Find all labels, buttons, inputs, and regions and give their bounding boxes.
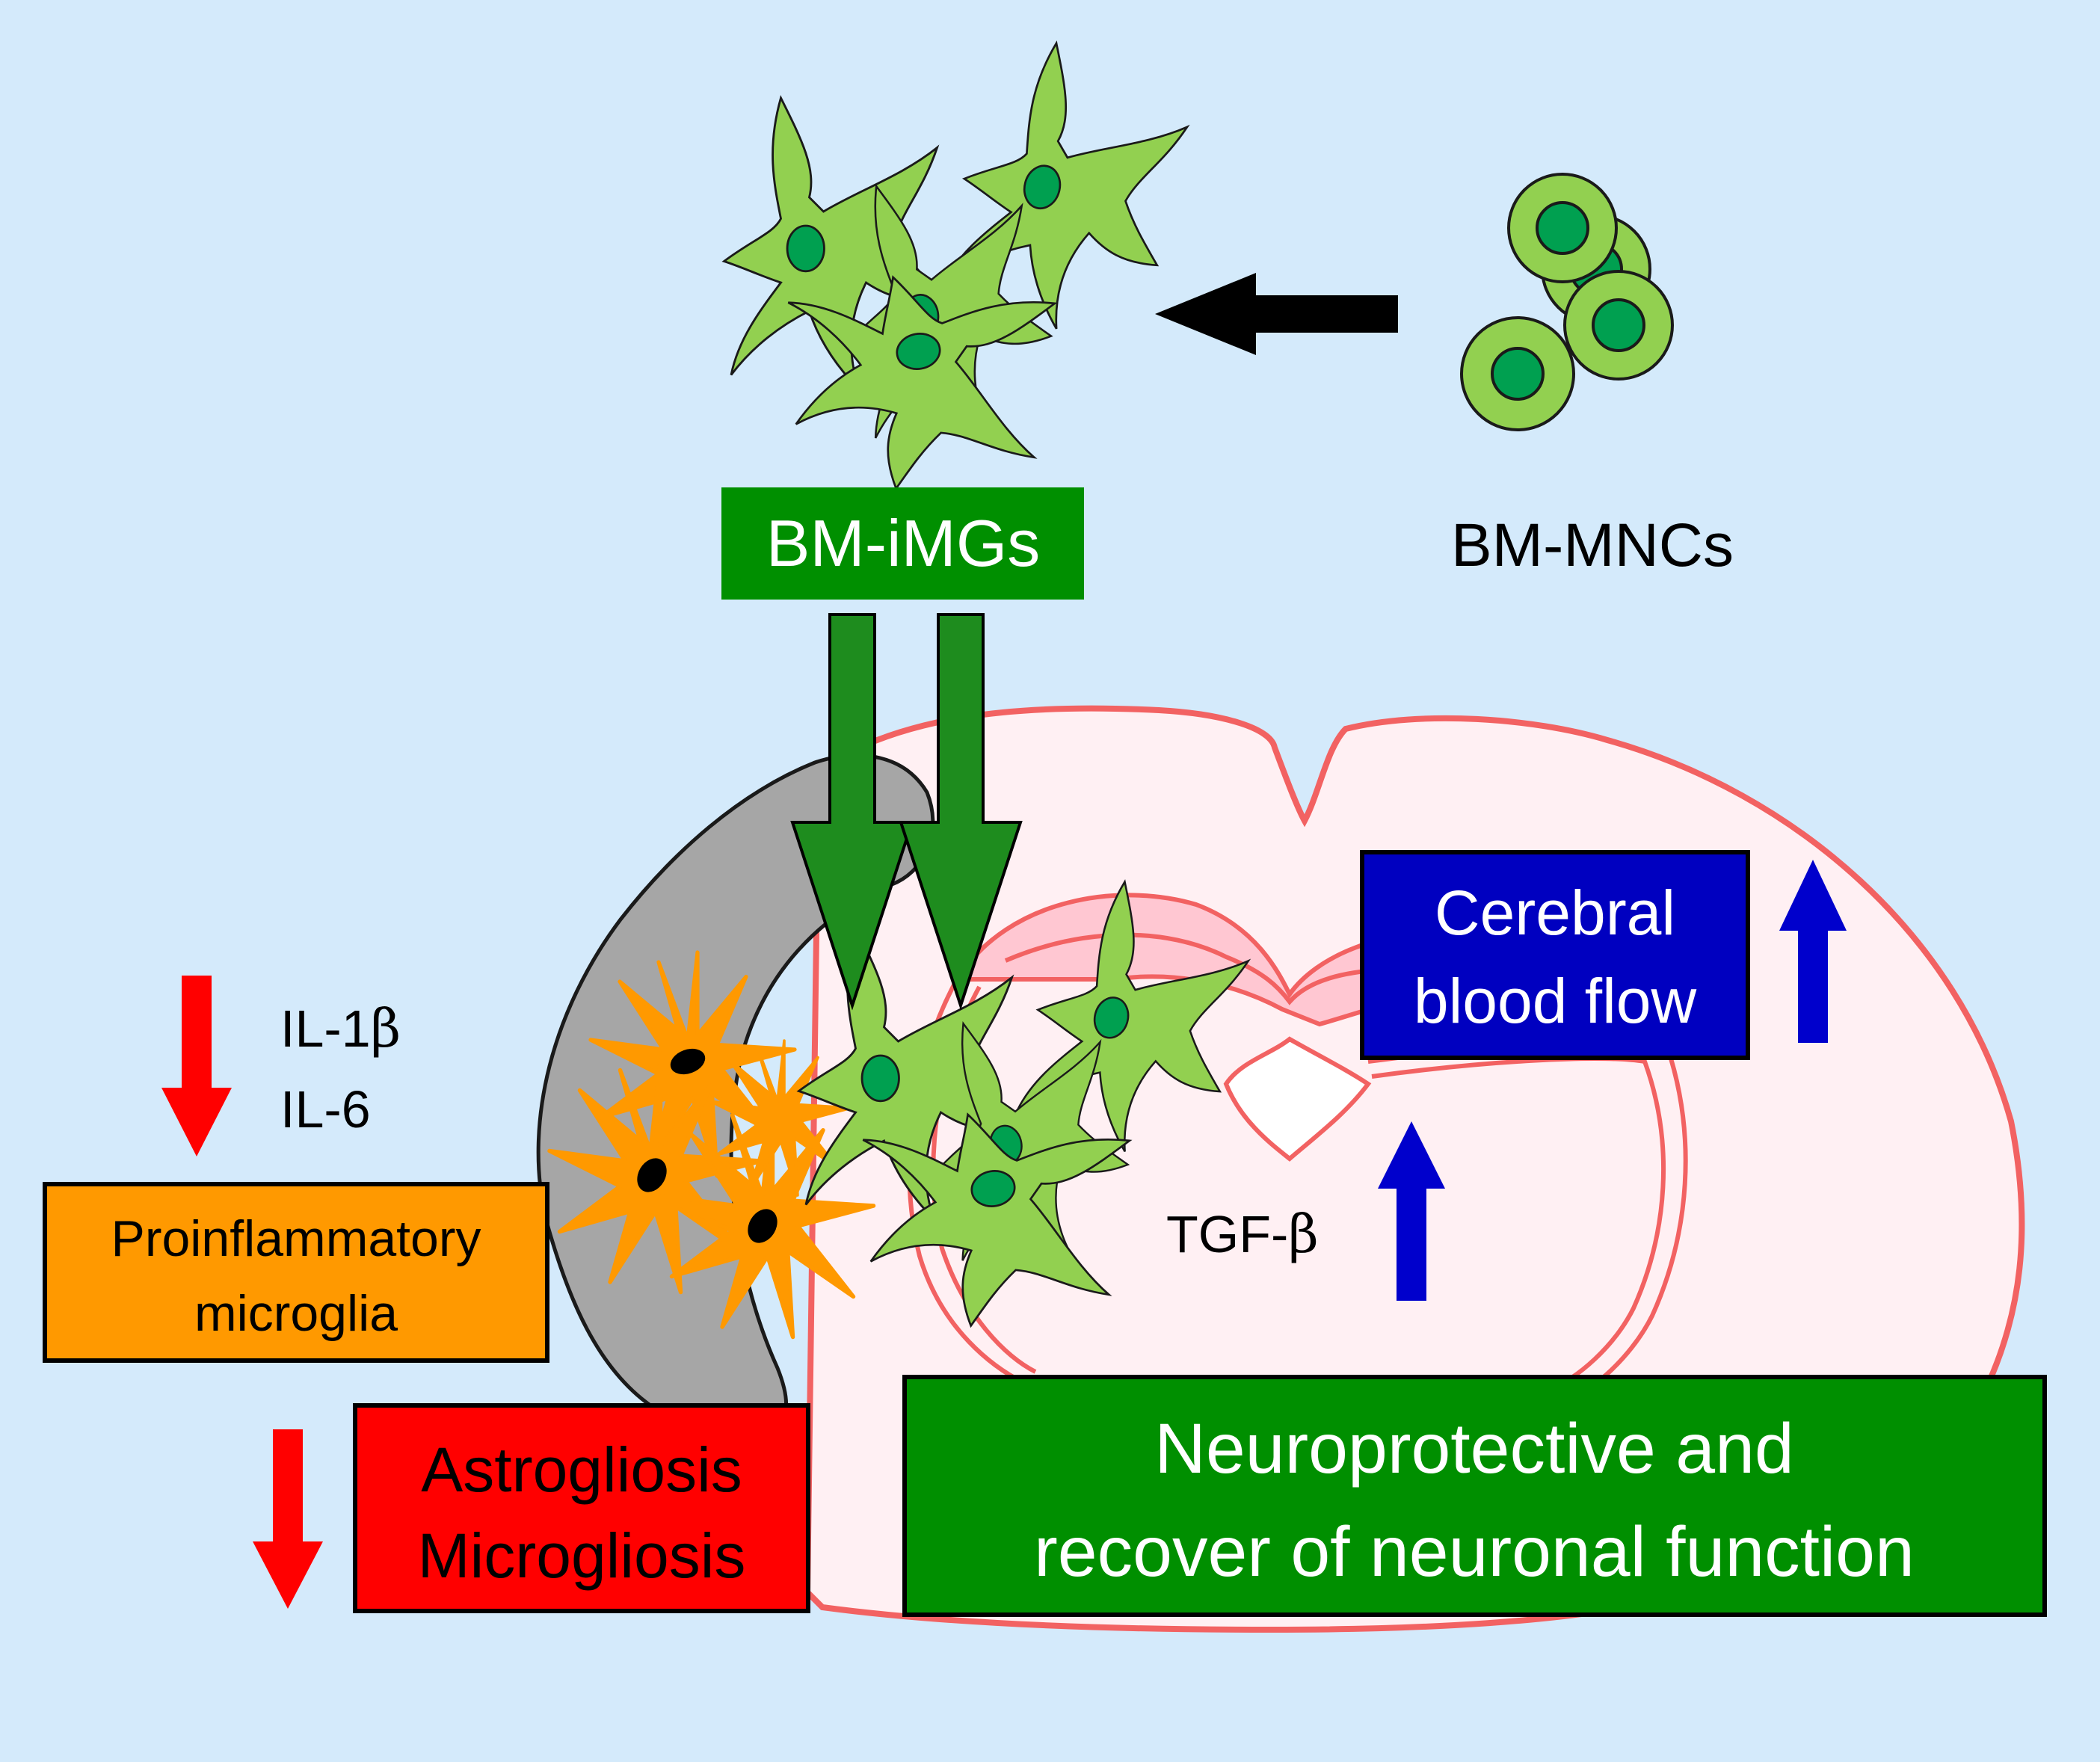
- bm-imgs-box: [721, 487, 1084, 600]
- neuro-line2: recover of neuronal function: [1034, 1512, 1915, 1592]
- proinflammatory-microglia-icon: [549, 952, 874, 1337]
- blood-flow-up-arrow: [1779, 860, 1847, 1043]
- il1-beta-label: IL-1β: [280, 998, 401, 1059]
- il6-label: IL-6: [280, 1080, 371, 1139]
- astro-line1: Astrogliosis: [421, 1435, 742, 1505]
- activated-microglia-cells-icon: [723, 28, 1207, 505]
- tgf-beta-label: TGF-β: [1166, 1204, 1319, 1265]
- cytokine-down-arrow: [161, 976, 232, 1156]
- proinflammatory-box: [43, 1182, 549, 1363]
- neuroprotective-box: [902, 1375, 2047, 1617]
- tgf-beta-up-arrow: [1378, 1121, 1445, 1301]
- astro-line2: Microgliosis: [418, 1521, 746, 1591]
- transplant-arrow-right: [899, 613, 1023, 1011]
- gliosis-box: [353, 1403, 810, 1613]
- bm-mncs-label: BM-MNCs: [1451, 511, 1734, 579]
- cerebral-line2: blood flow: [1414, 966, 1697, 1036]
- proinflammatory-line1: Proinflammatory: [111, 1210, 481, 1267]
- transplant-arrow-left: [790, 613, 914, 1011]
- bm-imgs-label: BM-iMGs: [766, 506, 1041, 580]
- differentiation-arrow: [1155, 273, 1398, 355]
- lateral-ventricle: [952, 893, 1460, 1027]
- proinflammatory-line2: microglia: [194, 1285, 398, 1342]
- third-ventricle: [1223, 1036, 1372, 1162]
- cerebral-line1: Cerebral: [1435, 878, 1675, 948]
- right-internal-capsule-2: [1371, 1056, 1666, 1393]
- cerebral-blood-flow-box: [1360, 850, 1750, 1060]
- gliosis-down-arrow: [253, 1429, 323, 1609]
- neuro-line1: Neuroprotective and: [1154, 1409, 1794, 1488]
- mononuclear-cells-icon: [1460, 173, 1674, 431]
